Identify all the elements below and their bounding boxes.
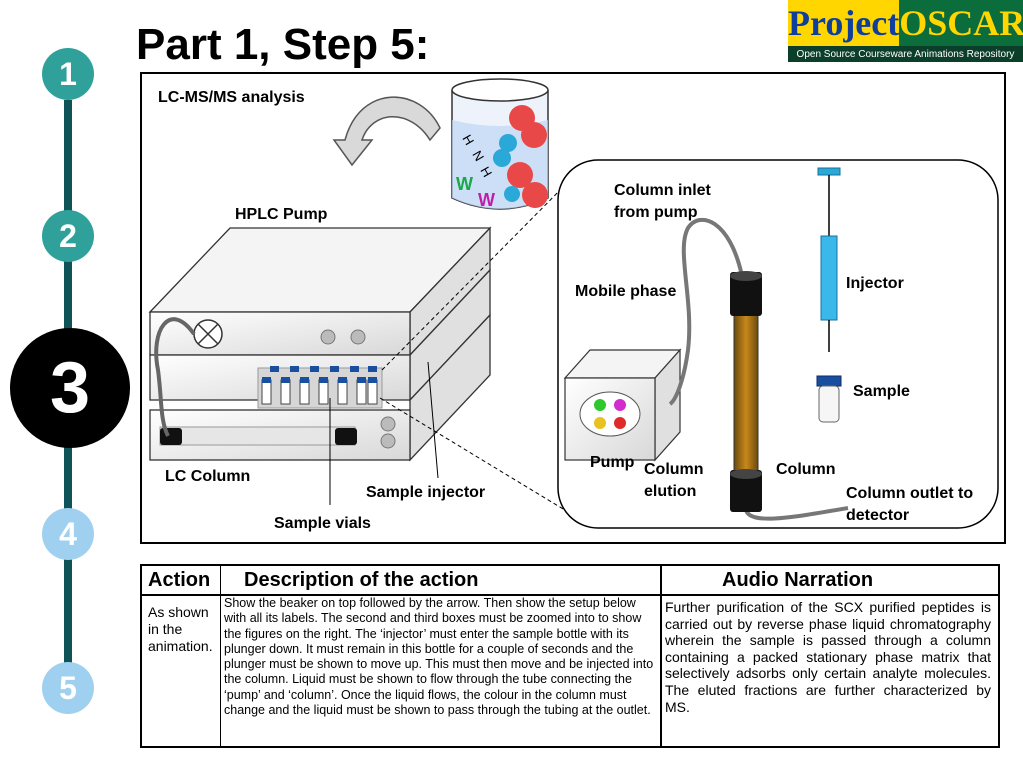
storyboard-table: Action Description of the action Audio N… <box>140 564 1000 748</box>
step-3-number: 3 <box>49 348 91 428</box>
page-title: Part 1, Step 5: <box>136 20 430 69</box>
header-description: Description of the action <box>244 569 479 591</box>
table-col-divider-1 <box>220 566 221 746</box>
header-narration: Audio Narration <box>722 569 874 591</box>
column-inlet-label: Column inlet <box>614 182 711 199</box>
mobile-phase-label: Mobile phase <box>575 283 677 300</box>
step-4-number: 4 <box>59 515 77 552</box>
step-2-number: 2 <box>59 217 77 254</box>
hplc-column-icon <box>730 271 762 512</box>
column-label: Column <box>776 461 836 478</box>
column-elution-label: Column <box>644 461 704 478</box>
lc-column-label: LC Column <box>165 468 251 485</box>
step-4-circle[interactable]: 4 <box>42 508 94 560</box>
narration-text: Further purification of the SCX purified… <box>665 599 991 715</box>
column-outlet-label: Column outlet to <box>846 485 974 502</box>
step-5-number: 5 <box>59 669 77 706</box>
column-outlet-label-line2: detector <box>846 507 910 524</box>
injector-label: Injector <box>846 275 904 292</box>
project-oscar-logo: Project OSCAR Open Source Courseware Ani… <box>788 0 1023 62</box>
beaker-icon: H N H W W <box>451 78 549 210</box>
injector-syringe-icon <box>817 167 841 352</box>
lc-column-box <box>149 313 491 462</box>
mobile-phase-tubing <box>668 217 744 406</box>
hplc-pump-box-top <box>148 226 492 357</box>
diagram-frame <box>140 72 1006 544</box>
logo-subtitle: Open Source Courseware Animations Reposi… <box>788 46 1023 62</box>
svg-text:W: W <box>478 190 495 210</box>
logo-word-project: Project <box>788 0 900 46</box>
curved-arrow-icon <box>332 96 441 167</box>
sample-injector-label: Sample injector <box>366 484 486 501</box>
hplc-pump-label: HPLC Pump <box>235 206 328 223</box>
header-action: Action <box>148 569 211 591</box>
step-5-circle[interactable]: 5 <box>42 662 94 714</box>
step-3-circle[interactable]: 3 <box>10 328 130 448</box>
pump-tubing <box>154 317 196 437</box>
pump-label: Pump <box>590 454 635 471</box>
sample-vials-label: Sample vials <box>274 515 371 532</box>
sample-label: Sample <box>853 383 910 400</box>
step-1-circle[interactable]: 1 <box>42 48 94 100</box>
table-col-divider-2 <box>660 566 662 746</box>
pump-box <box>563 348 682 462</box>
column-inlet-label-line2: from pump <box>614 204 698 221</box>
outlet-tubing <box>744 506 849 521</box>
step-1-number: 1 <box>59 55 77 92</box>
svg-text:W: W <box>456 174 473 194</box>
column-elution-label-line2: elution <box>644 483 697 500</box>
step-2-circle[interactable]: 2 <box>42 210 94 262</box>
table-header-divider <box>142 594 998 596</box>
description-text: Show the beaker on top followed by the a… <box>224 596 654 718</box>
lc-ms-analysis-label: LC-MS/MS analysis <box>158 89 305 106</box>
logo-word-oscar: OSCAR <box>899 0 1023 46</box>
action-text: As shown in the animation. <box>148 604 213 654</box>
sample-vial-icon <box>816 375 842 423</box>
sample-injector-box <box>149 268 491 409</box>
